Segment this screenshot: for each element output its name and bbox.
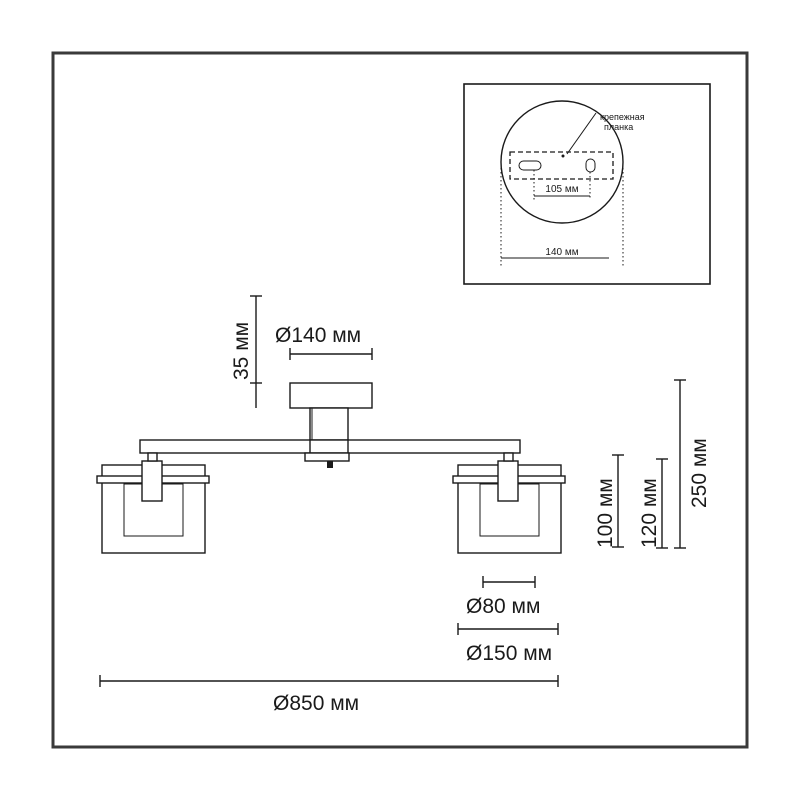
mounting-plate-inset: крепежная планка 105 мм 140 мм xyxy=(463,83,711,285)
right-shade-socket xyxy=(497,460,519,502)
leader-line xyxy=(566,112,597,155)
canopy-diameter-label: Ø140 мм xyxy=(275,324,361,347)
center-hole xyxy=(561,154,565,158)
mounting-slot-left xyxy=(518,160,542,171)
stem-bottom-cap xyxy=(304,452,350,462)
base-plate-circle xyxy=(500,100,624,224)
base-diameter-label: 140 мм xyxy=(545,247,578,258)
height-100-label: 100 мм xyxy=(594,478,617,548)
outer-frame xyxy=(51,51,749,749)
canopy xyxy=(289,382,373,409)
stem-screw xyxy=(327,461,333,468)
left-shade-socket xyxy=(141,460,163,502)
shade-outer-diameter-label: Ø150 мм xyxy=(466,642,552,665)
lamp-side-view xyxy=(96,382,566,554)
hole-spacing-label: 105 мм xyxy=(545,184,578,195)
height-120-label: 120 мм xyxy=(638,478,661,548)
inset-frame xyxy=(463,83,711,285)
height-250-label: 250 мм xyxy=(688,438,711,508)
right-shade xyxy=(452,452,566,554)
left-shade xyxy=(96,452,210,554)
stem-lower xyxy=(309,439,349,454)
right-shade-connector xyxy=(503,452,514,462)
shade-inner-diameter-label: Ø80 мм xyxy=(466,595,540,618)
left-shade-connector xyxy=(147,452,158,462)
canopy-height-label: 35 мм xyxy=(230,322,253,380)
mounting-bar-label-line1: крепежная xyxy=(600,112,645,122)
dimension-annotations: Ø140 мм 35 мм 100 мм 120 мм 250 мм Ø80 м… xyxy=(99,295,711,715)
mounting-bar-outline xyxy=(509,151,614,180)
mounting-bar-label-line2: планка xyxy=(604,122,633,132)
mounting-slot-right xyxy=(585,158,596,173)
total-width-label: Ø850 мм xyxy=(273,692,359,715)
